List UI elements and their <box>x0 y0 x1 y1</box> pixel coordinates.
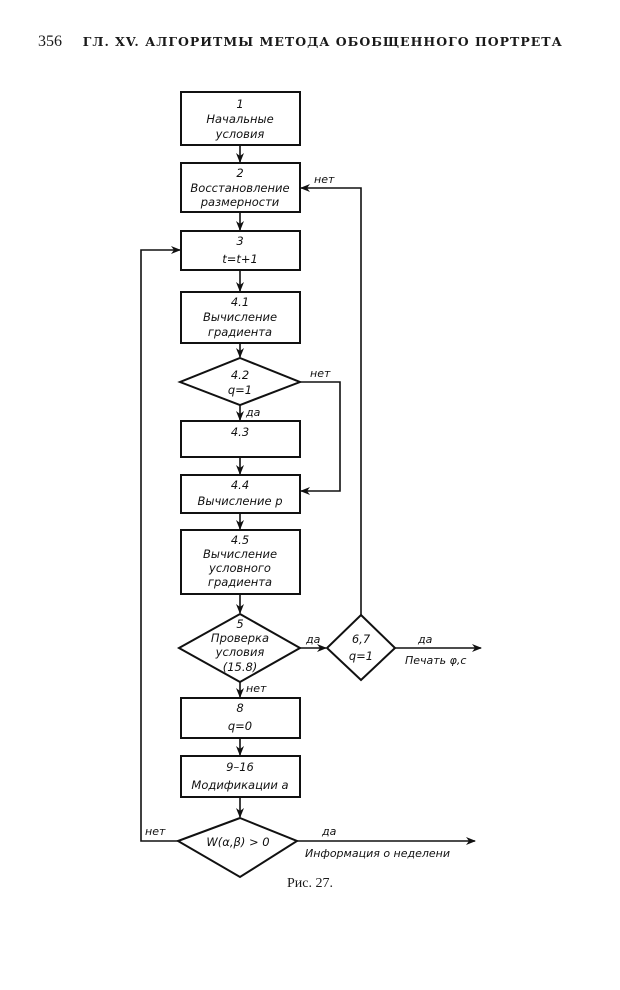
edge-42-44-no <box>300 381 341 495</box>
node-4-2-line: q=1 <box>228 383 252 397</box>
node-4-5-box <box>180 529 301 595</box>
node-2-id: 2 <box>236 166 243 180</box>
node-3-box <box>180 230 301 271</box>
output-print-label: Печать φ,c <box>405 654 466 667</box>
node-2-line: размерности <box>200 195 280 209</box>
node-8-line: q=0 <box>228 719 252 733</box>
running-title: ГЛ. XV. АЛГОРИТМЫ МЕТОДА ОБОБЩЕННОГО ПОР… <box>82 34 563 49</box>
node-4-4-id: 4.4 <box>231 478 249 492</box>
page-header: 356 ГЛ. XV. АЛГОРИТМЫ МЕТОДА ОБОБЩЕННОГО… <box>38 32 598 51</box>
edge-label-no: нет <box>310 367 331 380</box>
node-W-line: W(α,β) > 0 <box>206 835 269 849</box>
node-W-diamond <box>175 816 300 879</box>
connectors <box>140 145 482 845</box>
node-1-id: 1 <box>236 97 243 111</box>
node-1-box <box>180 91 301 146</box>
node-4-1-line: Вычисление <box>203 310 277 324</box>
figure-caption: Рис. 27. <box>287 876 333 891</box>
node-9-16-line: Модификации a <box>191 778 288 792</box>
node-9-16-id: 9–16 <box>226 760 254 774</box>
node-5-diamond <box>176 612 303 684</box>
output-info-label: Информация о неделени <box>305 847 450 860</box>
node-4-5-line: Вычисление <box>203 547 277 561</box>
node-4-1-box <box>180 291 301 344</box>
node-4-1-id: 4.1 <box>231 295 249 309</box>
edge-label-yes: да <box>305 633 321 646</box>
edge-label-no: нет <box>145 825 166 838</box>
edge-label-yes: да <box>321 825 337 838</box>
node-4-2-diamond <box>177 356 303 407</box>
node-3-id: 3 <box>236 234 243 248</box>
node-5-line: Проверка <box>211 631 269 645</box>
node-8-box <box>180 697 301 739</box>
edge-label-yes: да <box>245 406 261 419</box>
edge-67-2-no <box>300 184 362 615</box>
node-1-line: Начальные <box>206 112 273 126</box>
edge-W-3-no <box>140 246 181 842</box>
node-5-line: условия <box>215 645 265 659</box>
node-5-line: (15.8) <box>223 660 258 674</box>
node-4-3-box <box>180 420 301 458</box>
node-4-5-line: градиента <box>208 575 272 589</box>
page-number: 356 <box>38 33 62 50</box>
node-4-4-box <box>180 474 301 514</box>
node-4-5-line: условного <box>208 561 271 575</box>
node-4-2-id: 4.2 <box>231 368 249 382</box>
node-5-id: 5 <box>236 617 243 631</box>
node-4-3-id: 4.3 <box>231 425 249 439</box>
node-6-7-diamond <box>325 613 397 682</box>
node-2-line: Восстановление <box>190 181 289 195</box>
node-1-line: условия <box>215 127 265 141</box>
node-8-id: 8 <box>236 701 243 715</box>
node-4-5-id: 4.5 <box>231 533 249 547</box>
edge-label-no: нет <box>246 682 267 695</box>
node-4-4-line: Вычисление p <box>197 494 282 508</box>
node-4-1-line: градиента <box>208 325 272 339</box>
node-2-box <box>180 162 301 213</box>
node-6-7-line: q=1 <box>349 649 373 663</box>
edge-label-yes: да <box>417 633 433 646</box>
edge-label-no: нет <box>314 173 335 186</box>
node-3-line: t=t+1 <box>222 252 258 266</box>
node-6-7-id: 6,7 <box>352 632 371 646</box>
node-9-16-box <box>180 755 301 798</box>
